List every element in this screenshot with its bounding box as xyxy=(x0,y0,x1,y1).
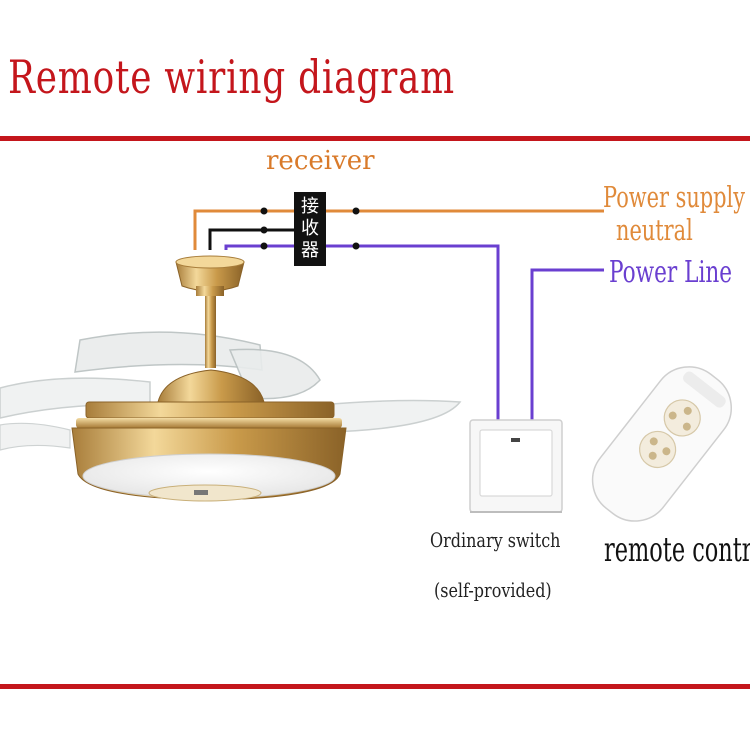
switch-label: Ordinary switch xyxy=(430,528,561,552)
diagram-title: Remote wiring diagram xyxy=(8,50,455,104)
switch-wire xyxy=(322,244,500,424)
neutral-label: neutral xyxy=(616,213,693,247)
receiver-box: 接 收 器 xyxy=(294,192,326,266)
supply-wires xyxy=(322,207,604,424)
power-supply-label: Power supply xyxy=(603,180,745,214)
ceiling-fan-light xyxy=(0,255,462,502)
receiver-char-3: 器 xyxy=(301,240,319,261)
ordinary-switch xyxy=(469,419,563,513)
fan-wires xyxy=(193,207,298,250)
switch-note-label: (self-provided) xyxy=(434,578,552,602)
power-line-wire xyxy=(530,268,604,424)
receiver-char-1: 接 xyxy=(301,196,319,217)
remote-control-label: remote control xyxy=(604,530,750,570)
top-divider xyxy=(0,136,750,141)
receiver-char-2: 收 xyxy=(301,218,319,239)
receiver-label: receiver xyxy=(266,146,375,176)
bottom-divider xyxy=(0,684,750,689)
power-line-label: Power Line xyxy=(609,255,733,290)
remote-control xyxy=(591,366,732,522)
